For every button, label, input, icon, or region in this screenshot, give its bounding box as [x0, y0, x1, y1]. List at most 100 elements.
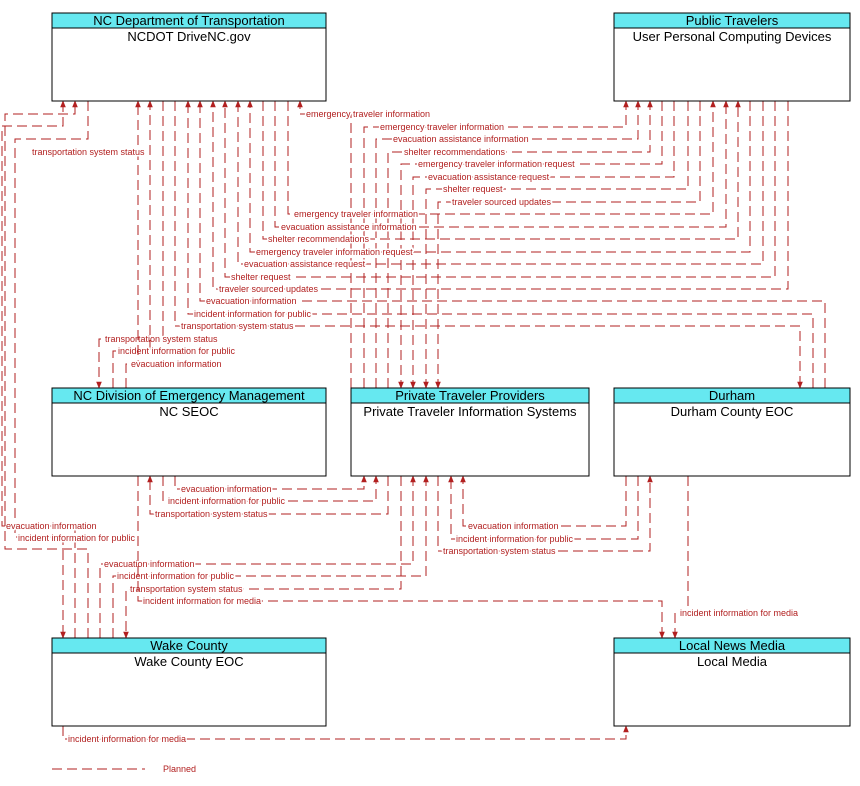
flow-ptp-to-ncdot[interactable]: emergency traveler information emergency … — [297, 100, 432, 388]
flow-label: evacuation information — [181, 484, 272, 494]
flow-label: emergency traveler information — [306, 109, 430, 119]
flow-ncem-to-ncdot[interactable]: incident information for publicincident … — [112, 100, 237, 388]
boxes-layer: NC Department of Transportation NCDOT Dr… — [51, 12, 851, 727]
flow-public-to-ncdot[interactable]: evacuation assistance requestevacuation … — [235, 100, 764, 271]
element-ptp-owner: Private Traveler Providers — [395, 388, 545, 403]
flow-label: emergency traveler information request — [256, 247, 413, 257]
flow-ncdot-to-durham[interactable]: transportation system statustransportati… — [174, 101, 803, 389]
flow-label-halo: incident information for public — [194, 309, 312, 319]
element-nc-seoc[interactable]: NC Division of Emergency Management NC S… — [51, 387, 327, 477]
flow-line — [262, 100, 741, 240]
element-media-owner: Local News Media — [679, 638, 786, 653]
flow-label: emergency traveler information — [380, 122, 504, 132]
element-durham[interactable]: Durham Durham County EOC — [613, 387, 851, 477]
flow-ncem-to-ptp[interactable]: incident information for publicincident … — [162, 475, 379, 508]
flow-line — [174, 475, 367, 490]
flow-label-halo: incident information for public — [118, 346, 236, 356]
flow-ptp-to-public[interactable]: evacuation assistance information evacuat… — [375, 100, 641, 388]
flow-ncdot-to-public[interactable]: evacuation assistance information evacuat… — [274, 100, 729, 234]
flow-label-halo: shelter recommendations — [404, 147, 506, 157]
flow-ptp-to-durham[interactable]: transportation system statustransportati… — [437, 475, 653, 558]
element-public-travelers[interactable]: Public Travelers User Personal Computing… — [613, 12, 851, 102]
flow-ptp-to-public[interactable]: emergency traveler information emergency … — [363, 100, 629, 388]
flow-line — [375, 100, 641, 388]
flow-line — [247, 100, 751, 253]
flow-label: emergency traveler information request — [418, 159, 575, 169]
flow-public-to-ncdot[interactable]: emergency traveler information requestem… — [247, 100, 751, 259]
flow-label-halo: evacuation information — [206, 296, 297, 306]
flow-label-halo: transportation system status — [443, 546, 556, 556]
element-private-traveler-providers[interactable]: Private Traveler Providers Private Trave… — [350, 387, 590, 477]
flow-label-halo: evacuation information — [131, 359, 222, 369]
flow-label: transportation system status — [32, 147, 145, 157]
flow-label: evacuation assistance information — [281, 222, 417, 232]
flow-wake-to-ptp[interactable]: evacuation information evacuation informa… — [99, 475, 416, 638]
flow-ncem-to-media[interactable]: incident information for media incident i… — [137, 476, 665, 639]
flow-line — [222, 100, 776, 278]
flow-durham-to-ptp[interactable]: incident information for publicincident … — [448, 475, 639, 546]
flow-label-halo: evacuation information — [104, 559, 195, 569]
flow-public-to-ptp[interactable]: emergency traveler information requestem… — [398, 101, 663, 389]
flow-ncdot-to-public[interactable]: emergency traveler information emergency … — [287, 100, 716, 221]
flow-label: incident information for media — [143, 596, 261, 606]
flow-ptp-to-wake[interactable]: transportation system statustransportati… — [123, 476, 402, 639]
flow-public-to-ncdot[interactable]: shelter request shelter request — [222, 100, 776, 284]
element-ncem-owner: NC Division of Emergency Management — [73, 388, 305, 403]
flow-line — [112, 100, 153, 388]
flow-label: evacuation information — [468, 521, 559, 531]
flow-label-halo: shelter recommendations — [268, 234, 370, 244]
element-wake-name: Wake County EOC — [134, 654, 243, 669]
element-ptp-name: Private Traveler Information Systems — [363, 404, 577, 419]
element-wake-county[interactable]: Wake County Wake County EOC — [51, 637, 327, 727]
flow-ncdot-to-public[interactable]: shelter recommendations shelter recommend… — [262, 100, 741, 246]
flow-label-halo: incident information for public — [456, 534, 574, 544]
element-local-media[interactable]: Local News Media Local Media — [613, 637, 851, 727]
flow-label-halo: emergency traveler information request — [256, 247, 413, 257]
flow-label-halo: emergency traveler information request — [418, 159, 575, 169]
flow-ncdot-to-wake[interactable]: transportation system statustransportati… — [14, 101, 147, 639]
flow-public-to-ptp[interactable]: evacuation assistance requestevacuation … — [410, 101, 675, 389]
flow-ncdot-to-ncem[interactable]: transportation system statustransportati… — [96, 101, 220, 389]
flow-line — [410, 101, 675, 389]
flow-label: evacuation information — [6, 521, 97, 531]
element-ncem-name: NC SEOC — [159, 404, 218, 419]
flow-line — [4, 100, 89, 638]
flow-label-halo: evacuation assistance information — [393, 134, 529, 144]
flow-durham-to-ncdot[interactable]: incident information for publicincident … — [185, 100, 814, 388]
flow-label: incident information for public — [118, 346, 236, 356]
legend: Planned — [52, 764, 196, 774]
flow-label: incident information for public — [117, 571, 235, 581]
flow-label: evacuation assistance information — [393, 134, 529, 144]
flow-wake-to-ncdot[interactable]: incident information for publicincident … — [4, 100, 137, 638]
flow-label-halo: emergency traveler information — [294, 209, 418, 219]
flow-line — [174, 101, 803, 389]
element-durham-owner: Durham — [709, 388, 755, 403]
flow-line — [125, 100, 141, 388]
element-ncdot[interactable]: NC Department of Transportation NCDOT Dr… — [51, 12, 327, 102]
flow-ptp-to-ncem[interactable]: transportation system statustransportati… — [147, 475, 389, 521]
flow-label: transportation system status — [443, 546, 556, 556]
flow-label: incident information for media — [680, 608, 798, 618]
flow-label-halo: evacuation information — [6, 521, 97, 531]
flow-label: transportation system status — [155, 509, 268, 519]
flow-label-halo: shelter request — [231, 272, 291, 282]
flow-label: incident information for media — [68, 734, 186, 744]
flow-label: shelter recommendations — [404, 147, 506, 157]
flow-label-halo: evacuation information — [181, 484, 272, 494]
flow-label: shelter request — [443, 184, 503, 194]
flow-line — [460, 475, 627, 527]
flow-label: evacuation assistance request — [428, 172, 550, 182]
flow-wake-to-ptp[interactable]: incident information for public incident … — [112, 475, 429, 638]
